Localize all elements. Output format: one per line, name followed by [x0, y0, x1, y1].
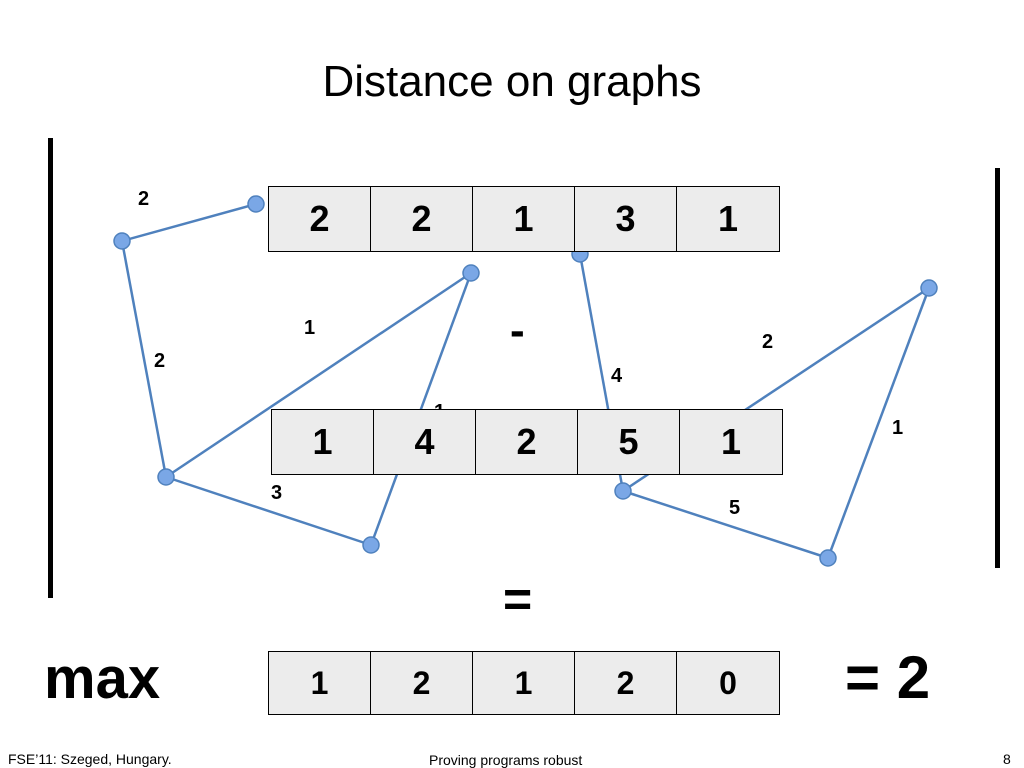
vector-cell: 2 [371, 652, 473, 714]
minus-sign: - [510, 306, 525, 355]
vector-cell: 1 [720, 421, 742, 462]
graph-node [920, 279, 938, 297]
vector-cell: 2 [476, 410, 578, 474]
footer-left: FSE’11: Szeged, Hungary. [8, 751, 172, 767]
max-label: max [44, 646, 161, 711]
edge-weight-label: 1 [892, 417, 903, 439]
graph-node [362, 536, 380, 554]
norm-bar-right [995, 168, 1000, 568]
vector-result: 1 2 1 2 0 [268, 651, 780, 715]
vector-cell: 1 [272, 410, 374, 474]
graph-node [614, 482, 632, 500]
graph-edge [165, 271, 472, 479]
vector-cell: 1 [269, 652, 371, 714]
edge-weight-label: 3 [271, 482, 282, 504]
equals-sign: = [503, 571, 533, 627]
edge-weight-label: 4 [611, 365, 623, 387]
norm-bar-left [48, 138, 53, 598]
graph-edge [622, 489, 829, 560]
vector-cell: 2 [371, 187, 473, 251]
vector-middle: 1 4 2 5 1 [271, 409, 783, 475]
footer-center: Proving programs robust [429, 752, 583, 768]
page-number: 8 [1003, 751, 1011, 767]
edge-weight-label: 2 [138, 188, 149, 210]
vector-cell: 1 [473, 187, 575, 251]
graph-node [113, 232, 131, 250]
graph-edge [826, 287, 931, 559]
vector-cell: 2 [269, 187, 371, 251]
edge-weight-label: 2 [762, 331, 773, 353]
graph-edge [120, 240, 168, 478]
vector-cell: 2 [575, 652, 677, 714]
vector-cell: 0 [719, 664, 737, 701]
slide-title: Distance on graphs [322, 57, 702, 106]
vector-top: 2 2 1 3 1 [268, 186, 780, 252]
vector-cell: 1 [717, 198, 739, 239]
vector-cell: 1 [473, 652, 575, 714]
edge-weight-label: 2 [154, 350, 165, 372]
graph-node [247, 195, 265, 213]
graph-edge [165, 475, 372, 547]
vector-cell: 5 [578, 410, 680, 474]
edge-weight-label: 1 [304, 317, 315, 339]
vector-cell: 3 [575, 187, 677, 251]
edge-weight-label: 5 [729, 497, 740, 519]
graph-edge [121, 202, 257, 243]
graph-node [462, 264, 480, 282]
result-value: = 2 [845, 644, 931, 711]
vector-cell: 4 [374, 410, 476, 474]
graph-node [819, 549, 837, 567]
graph-node [157, 468, 175, 486]
